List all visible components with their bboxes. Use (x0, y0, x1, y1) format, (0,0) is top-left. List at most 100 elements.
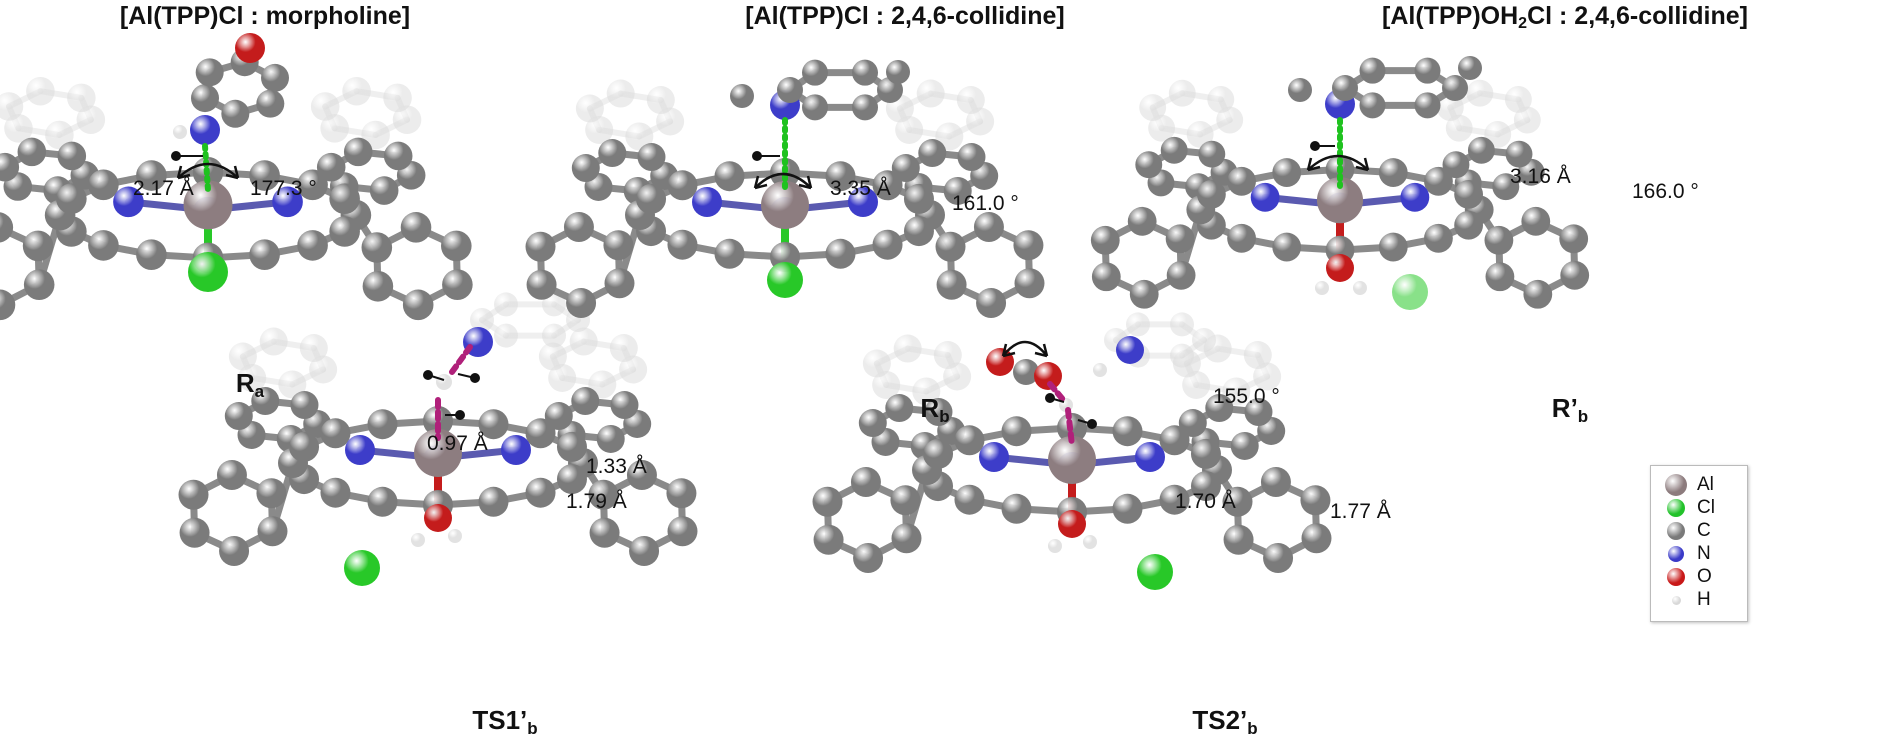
TS1-back-phenyl-right-atom (569, 327, 598, 356)
TS1-back-phenyl-right-atom (609, 334, 638, 363)
Ra-phenyl-upper-right-atom (316, 152, 346, 182)
Ra-phenyl-right-atom (361, 232, 393, 263)
Rb-carbon (667, 170, 698, 201)
Rb-collidine-ring-atom (802, 94, 828, 121)
TS2-collidine-ring-atom (1170, 343, 1194, 368)
TS1-phenyl-right-atom (626, 460, 657, 491)
Ra-back-phenyl-left-atom (4, 114, 33, 143)
Ra-back-phenyl-left-atom (45, 120, 74, 150)
TS1-phenyl-left-atom (257, 516, 288, 547)
TS2-phenyl-left-atom (891, 523, 922, 554)
TS2-carbon (954, 484, 985, 515)
Rpb-carbon (1378, 158, 1408, 187)
legend-swatch-h (1671, 595, 1681, 605)
Rpb-back-phenyl-right-atom (1504, 86, 1532, 113)
TS1-aluminium (414, 429, 462, 477)
TS1-back-phenyl-right-atom (548, 363, 577, 392)
Rpb-phenyl-upper-left-atom (1160, 136, 1188, 164)
Rpb-phenyl-upper-right-atom (1505, 140, 1533, 168)
TS1-collidine-ring-atom (494, 323, 518, 348)
Ra-morpholine-O (235, 33, 265, 63)
TS2-phenyl-left-atom (812, 486, 843, 517)
Rb-carbon (714, 238, 745, 269)
Rpb-nitrogen (1250, 182, 1280, 212)
Ra-morpholine-H (173, 125, 187, 139)
Rb-carbon (825, 161, 856, 192)
Ra-morpholine-ring-atom (256, 89, 285, 118)
legend-swatch-cl (1667, 499, 1685, 517)
Rb-phenyl-left-atom (526, 269, 557, 300)
TS2-phenyl-upper-right-atom (1230, 431, 1259, 460)
Rb-phenyl-upper-left-atom (637, 143, 666, 172)
Ra-angle-arc (177, 162, 239, 179)
Rpb-phenyl-upper-right-atom (1492, 173, 1520, 201)
TS1-carbon (320, 477, 351, 508)
TS2-angle-arc-head (1034, 343, 1049, 358)
Ra-phenyl-right-atom (400, 212, 432, 243)
Ra-phenyl-right-atom (402, 289, 434, 321)
Rpb-back-phenyl-left-atom (1207, 86, 1235, 113)
Rpb-phenyl-upper-right-atom (1467, 136, 1495, 164)
TS2-carbon (1159, 484, 1190, 515)
legend-swatch-n (1668, 546, 1684, 562)
TS2-chlorine (1137, 554, 1173, 590)
annotations (171, 117, 1370, 448)
Rpb-angle-arc-head (1306, 157, 1321, 172)
legend-item-cl: Cl (1665, 497, 1715, 519)
Ra-phenyl-left-atom (0, 212, 14, 243)
legend-swatch-o (1667, 568, 1685, 586)
Rpb-methyl (1458, 56, 1482, 80)
TS1-carbon (478, 486, 509, 517)
title-collidine: [Al(TPP)Cl : 2,4,6-collidine] (745, 2, 1065, 30)
TS1-phenyl-right-atom (629, 535, 660, 566)
Rpb-carbon (1272, 158, 1302, 187)
Rb-carbon (667, 229, 698, 260)
TS2-carbon (1001, 493, 1032, 524)
TS2-collidine-N (1116, 336, 1144, 364)
Ra-nitrogen (113, 186, 144, 218)
Rpb-collidine-ring-atom (1414, 57, 1441, 84)
legend-item-c: C (1665, 520, 1711, 542)
Ra-morpholine-ring-atom (190, 84, 219, 113)
Rb-angle-arc-head (753, 175, 768, 190)
TS1-phenyl-left-atom (179, 517, 210, 548)
TS1-phenyl-right-atom (589, 517, 620, 548)
Ra-back-phenyl-right-atom (320, 114, 349, 143)
Ra-carbon (329, 216, 360, 247)
Rb-carbon (825, 238, 856, 269)
TS1-phenyl-upper-left-atom (224, 402, 253, 431)
Rb-phenyl-upper-right-atom (957, 143, 986, 172)
Rb-methyl (886, 60, 910, 84)
TS2-pointer-1-dot (1045, 393, 1055, 403)
TS1-back-phenyl-left-atom (299, 334, 328, 363)
TS1-phenyl-left-atom (216, 460, 247, 491)
TS1-back-phenyl-left-atom (228, 342, 257, 371)
Ra-morpholine-ring-atom (261, 63, 290, 92)
Rb-phenyl-right-atom (973, 212, 1004, 243)
TS2-carbon (1001, 416, 1032, 447)
Rb-back-phenyl-right-atom (895, 115, 924, 144)
legend-swatch-al (1665, 474, 1687, 496)
TS1-back-phenyl-right-atom (619, 355, 648, 384)
legend-label-c: C (1697, 520, 1711, 541)
Ra-phenyl-upper-right-atom (383, 141, 413, 171)
TS1-phenyl-left-atom (178, 479, 209, 510)
Ra-angle-arc-head (176, 165, 191, 180)
TS2-phenyl-upper-left-atom (885, 394, 914, 423)
Rb-carbon (714, 161, 745, 192)
Ra-morpholine-ring-atom (195, 58, 224, 87)
TS1-collidine-ring-atom (542, 323, 566, 348)
Ra-back-phenyl-right-atom (383, 83, 412, 113)
Rpb-carbon (1378, 232, 1408, 262)
TS2-back-phenyl-left-atom (933, 341, 962, 370)
TS2-carbon (1159, 425, 1190, 456)
Ra-Al-N-contact (202, 143, 211, 193)
TS1-phenyl-upper-left-atom (290, 391, 319, 420)
TS2-H-O-contact (1047, 381, 1068, 405)
TS2-back-phenyl-left-atom (893, 334, 922, 363)
Rpb-oxygen (1326, 254, 1354, 282)
Rpb-carbon (1424, 223, 1453, 253)
Rb-methyl (730, 84, 754, 108)
TS2-phenyl-upper-left-atom (858, 409, 887, 438)
